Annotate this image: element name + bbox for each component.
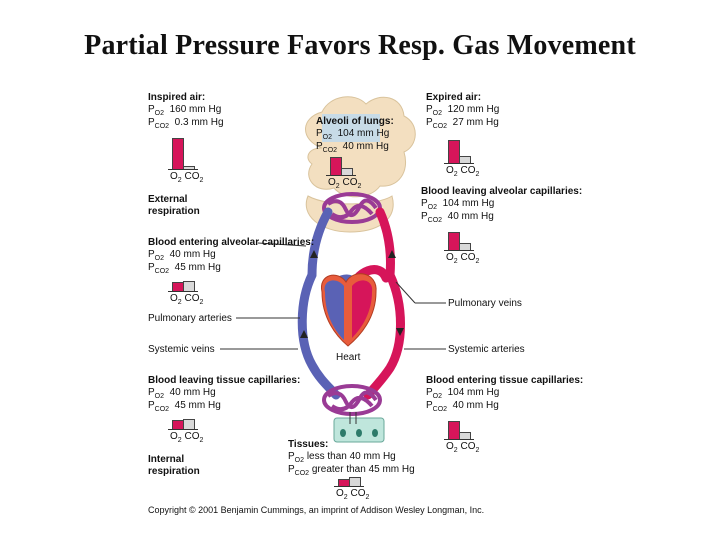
expired-po2-row: PO2 120 mm Hg [426,104,500,117]
inspired-bar-labels: O2 CO2 [170,171,204,184]
alveoli-pco2: 40 mm Hg [342,141,389,152]
inspired-pco2-row: PCO2 0.3 mm Hg [148,117,224,130]
blood-leaving-tissue-pco2: 45 mm Hg [174,400,221,411]
blood-leaving-alveolar-axis [444,250,474,251]
external-respiration-line2: respiration [148,206,200,217]
pulmonary-veins-label: Pulmonary veins [448,298,522,309]
blood-leaving-alveolar-pco2-row: PCO2 40 mm Hg [421,211,494,224]
external-respiration-line1: External [148,194,188,205]
tissues-po2-row: PO2 less than 40 mm Hg [288,451,396,464]
blood-entering-alveolar-po2-row: PO2 40 mm Hg [148,249,216,262]
systemic-arteries-label: Systemic arteries [448,344,525,355]
tissue-cells [333,412,385,443]
alveoli-po2: 104 mm Hg [337,128,390,139]
heart-label: Heart [336,352,361,363]
systemic-veins-label: Systemic veins [148,344,215,355]
alveoli-heading: Alveoli of lungs: [316,116,394,127]
blood-entering-tissue-axis [444,439,474,440]
inspired-po2-row: PO2 160 mm Hg [148,104,222,117]
blood-leaving-alveolar-po2-row: PO2 104 mm Hg [421,198,495,211]
tissues-pco2-row: PCO2 greater than 45 mm Hg [288,464,415,477]
inspired-axis [168,169,198,170]
alveoli-pco2-row: PCO2 40 mm Hg [316,141,389,154]
leader-lines [220,242,446,350]
heart-shape [321,273,377,347]
alveoli-axis [326,175,356,176]
flow-arrows [300,250,404,338]
pulmonary-arteries-label: Pulmonary arteries [148,313,232,324]
blood-entering-alveolar-axis [168,291,198,292]
blood-entering-alveolar-pco2-row: PCO2 45 mm Hg [148,262,221,275]
expired-po2: 120 mm Hg [447,104,500,115]
tissues-axis [334,486,364,487]
blood-leaving-tissue-axis [168,429,198,430]
blood-entering-tissue-heading: Blood entering tissue capillaries: [426,375,584,386]
alveoli-highlight [322,114,380,142]
inspired-heading: Inspired air: [148,92,206,103]
alveoli-bar-labels: O2 CO2 [328,177,362,190]
inspired-pco2: 0.3 mm Hg [174,117,224,128]
blood-leaving-alveolar-heading: Blood leaving alveolar capillaries: [421,186,583,197]
blood-entering-tissue-pco2-row: PCO2 40 mm Hg [426,400,499,413]
internal-respiration-line1: Internal [148,454,185,465]
blood-entering-alveolar-pco2: 45 mm Hg [174,262,221,273]
internal-respiration-line2: respiration [148,466,200,477]
tissues-po2: less than 40 mm Hg [306,451,396,462]
blood-leaving-tissue-po2-row: PO2 40 mm Hg [148,387,216,400]
tissues-pco2: greater than 45 mm Hg [311,464,415,475]
expired-pco2-row: PCO2 27 mm Hg [426,117,499,130]
blood-leaving-tissue-heading: Blood leaving tissue capillaries: [148,375,301,386]
page-title: Partial Pressure Favors Resp. Gas Moveme… [84,30,636,61]
blood-entering-alveolar-bar-labels: O2 CO2 [170,293,204,306]
blood-entering-tissue-pco2: 40 mm Hg [452,400,499,411]
blood-entering-tissue-bar-labels: O2 CO2 [446,441,480,454]
blood-entering-alveolar-heading: Blood entering alveolar capillaries: [148,237,315,248]
blood-entering-tissue-po2: 104 mm Hg [447,387,500,398]
systemic-capillary-bed [322,384,382,416]
blood-entering-alveolar-po2: 40 mm Hg [169,249,216,260]
expired-heading: Expired air: [426,92,482,103]
blood-leaving-alveolar-po2: 104 mm Hg [442,198,495,209]
blood-leaving-tissue-pco2-row: PCO2 45 mm Hg [148,400,221,413]
blood-leaving-alveolar-bar-labels: O2 CO2 [446,252,480,265]
expired-bar-labels: O2 CO2 [446,165,480,178]
inspired-po2: 160 mm Hg [169,104,222,115]
blood-leaving-tissue-po2: 40 mm Hg [169,387,216,398]
tissues-bar-labels: O2 CO2 [336,488,370,501]
copyright-notice: Copyright © 2001 Benjamin Cummings, an i… [148,505,485,515]
blood-leaving-tissue-bar-labels: O2 CO2 [170,431,204,444]
expired-pco2: 27 mm Hg [452,117,499,128]
alveoli-po2-row: PO2 104 mm Hg [316,128,390,141]
blood-entering-tissue-po2-row: PO2 104 mm Hg [426,387,500,400]
expired-axis [444,163,474,164]
blood-leaving-alveolar-pco2: 40 mm Hg [447,211,494,222]
tissues-heading: Tissues: [288,439,329,450]
